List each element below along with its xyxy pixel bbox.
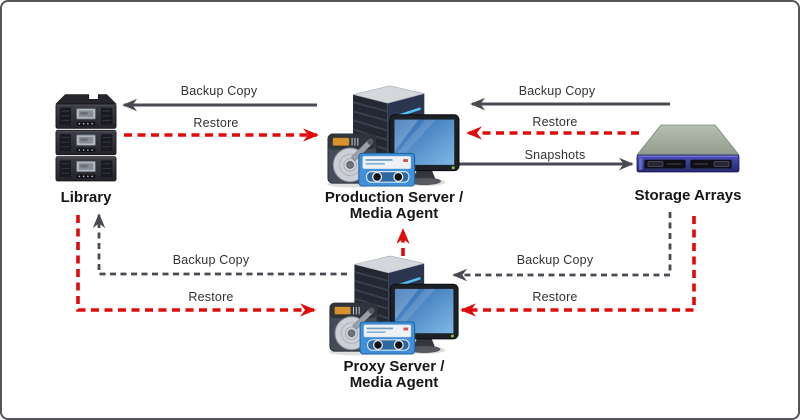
- edge-backup-copy-storage-to-proxy: [452, 212, 672, 282]
- edge-label-backup-copy: Backup Copy: [516, 253, 594, 267]
- edge-restore-library-to-proxy: [76, 215, 316, 317]
- edge-label-backup-copy: Backup Copy: [518, 84, 596, 98]
- proxy-server-icon: [328, 252, 460, 356]
- edge-label-restore: Restore: [193, 116, 239, 130]
- proxy-server-label: Proxy Server / Media Agent: [344, 359, 445, 391]
- edge-label-snapshots: Snapshots: [524, 148, 586, 162]
- production-server-label: Production Server / Media Agent: [325, 190, 463, 222]
- production-server-label-line2: Media Agent: [349, 205, 439, 222]
- edge-backup-copy-proxy-to-library: [92, 213, 347, 276]
- edge-label-restore: Restore: [532, 290, 578, 304]
- edge-label-backup-copy: Backup Copy: [172, 253, 250, 267]
- library-label: Library: [60, 189, 112, 206]
- production-server-icon: [326, 82, 461, 188]
- production-server-label-line1: Production Server /: [324, 189, 464, 206]
- edge-restore-storage-to-proxy: [460, 216, 696, 317]
- tape-library-icon: [53, 88, 119, 182]
- storage-arrays-label: Storage Arrays: [634, 187, 742, 204]
- proxy-server-label-line2: Media Agent: [349, 374, 439, 391]
- edge-label-backup-copy: Backup Copy: [180, 84, 258, 98]
- storage-array-icon: [636, 124, 740, 174]
- edge-label-restore: Restore: [532, 115, 578, 129]
- edge-label-restore: Restore: [188, 290, 234, 304]
- proxy-server-label-line1: Proxy Server /: [343, 358, 445, 375]
